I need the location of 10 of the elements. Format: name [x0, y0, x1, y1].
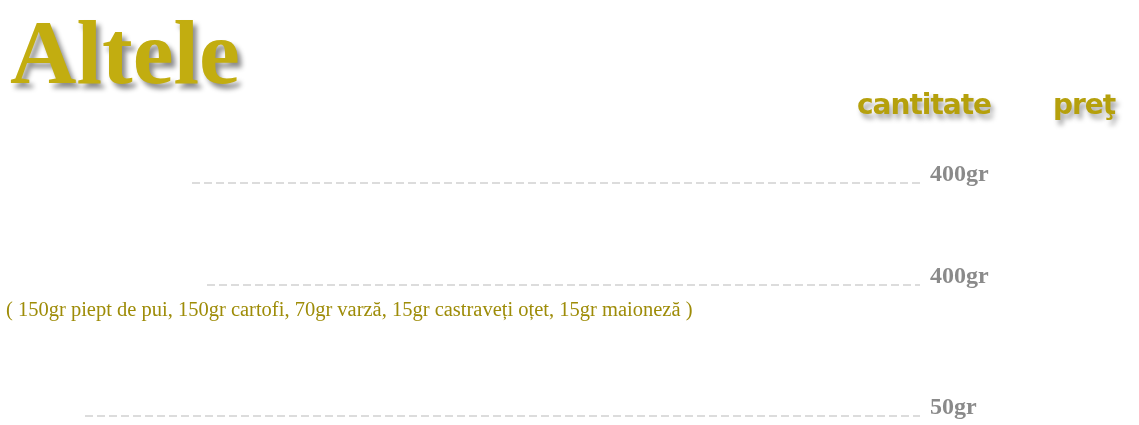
column-header: cantitate: [857, 88, 992, 121]
leader-line: [191, 182, 921, 184]
ingredients-note: ( 150gr piept de pui, 150gr cartofi, 70gr varză, 15gr castraveți oțet, 15gr maioneză ): [6, 298, 693, 321]
leader-line: [206, 284, 921, 286]
quantity: 400gr: [930, 160, 989, 187]
leader-line: [84, 415, 921, 417]
column-header: preţ: [1053, 88, 1116, 121]
quantity: 400gr: [930, 262, 989, 289]
title: Altele: [10, 2, 240, 104]
quantity: 50gr: [930, 393, 977, 420]
